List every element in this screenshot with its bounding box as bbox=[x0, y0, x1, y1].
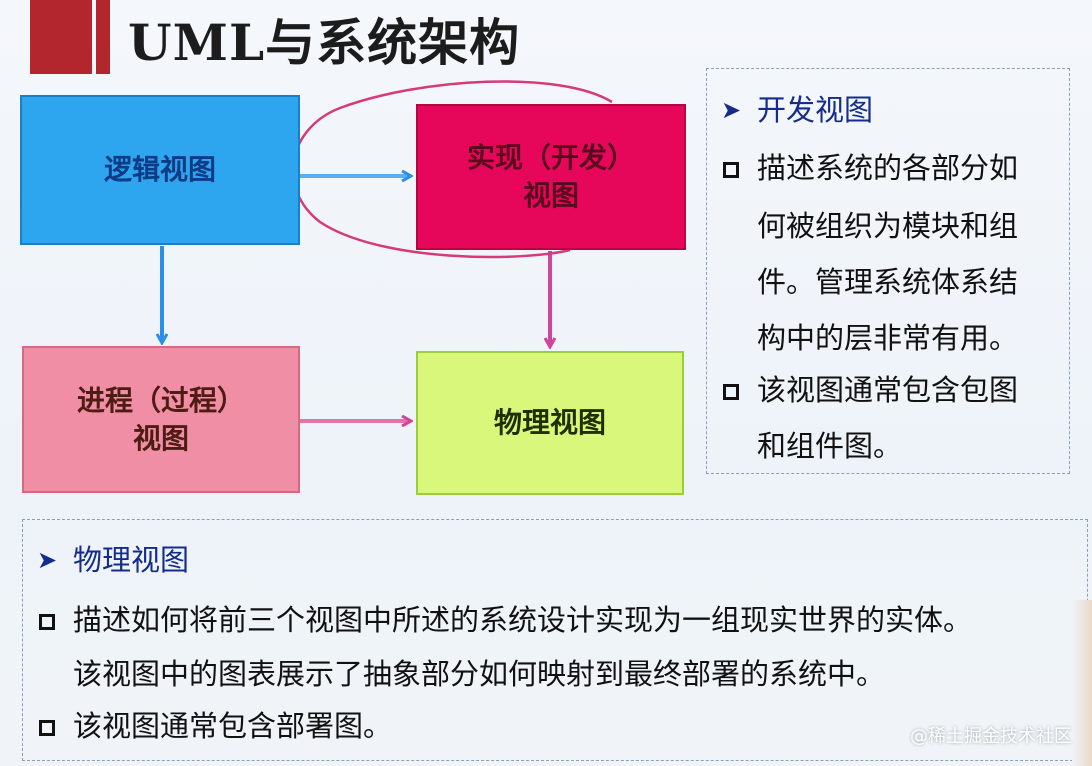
title-accent-bar bbox=[30, 0, 92, 74]
logical-view-box: 逻辑视图 bbox=[20, 95, 300, 245]
square-bullet-icon bbox=[39, 614, 55, 630]
physical-view-box: 物理视图 bbox=[416, 351, 684, 495]
square-bullet-icon bbox=[39, 720, 55, 736]
dev-panel-heading: ➤ 开发视图 bbox=[721, 81, 873, 139]
title-accent-bar-thin bbox=[96, 0, 110, 74]
phys-panel-line: 描述如何将前三个视图中所述的系统设计实现为一组现实世界的实体。 bbox=[37, 592, 972, 648]
square-bullet-icon bbox=[723, 162, 739, 178]
physical-view-panel: ➤ 物理视图 描述如何将前三个视图中所述的系统设计实现为一组现实世界的实体。 该… bbox=[22, 519, 1088, 761]
implementation-view-box: 实现（开发） 视图 bbox=[416, 104, 686, 250]
arrow-bullet-icon: ➤ bbox=[37, 546, 58, 574]
dev-panel-line: 描述系统的各部分如 bbox=[721, 139, 1018, 197]
dev-panel-line: 构中的层非常有用。 bbox=[757, 321, 1019, 355]
arrow-bullet-icon: ➤ bbox=[721, 96, 742, 124]
dev-panel-line: 件。管理系统体系结 bbox=[757, 265, 1019, 299]
development-view-panel: ➤ 开发视图 描述系统的各部分如 何被组织为模块和组 件。管理系统体系结 构中的… bbox=[706, 68, 1070, 474]
slide-title: UML与系统架构 bbox=[128, 13, 521, 72]
dev-panel-line: 该视图通常包含包图 bbox=[721, 361, 1018, 419]
phys-panel-line: 该视图通常包含部署图。 bbox=[37, 698, 392, 754]
presenter-edge bbox=[1072, 600, 1092, 766]
phys-panel-heading: ➤ 物理视图 bbox=[37, 532, 189, 588]
watermark: @稀土掘金技术社区 bbox=[910, 726, 1072, 747]
square-bullet-icon bbox=[723, 384, 739, 400]
process-view-box: 进程（过程） 视图 bbox=[22, 346, 300, 493]
dev-panel-line: 何被组织为模块和组 bbox=[757, 209, 1019, 243]
dev-panel-line: 和组件图。 bbox=[757, 429, 903, 463]
phys-panel-line: 该视图中的图表展示了抽象部分如何映射到最终部署的系统中。 bbox=[73, 657, 886, 691]
